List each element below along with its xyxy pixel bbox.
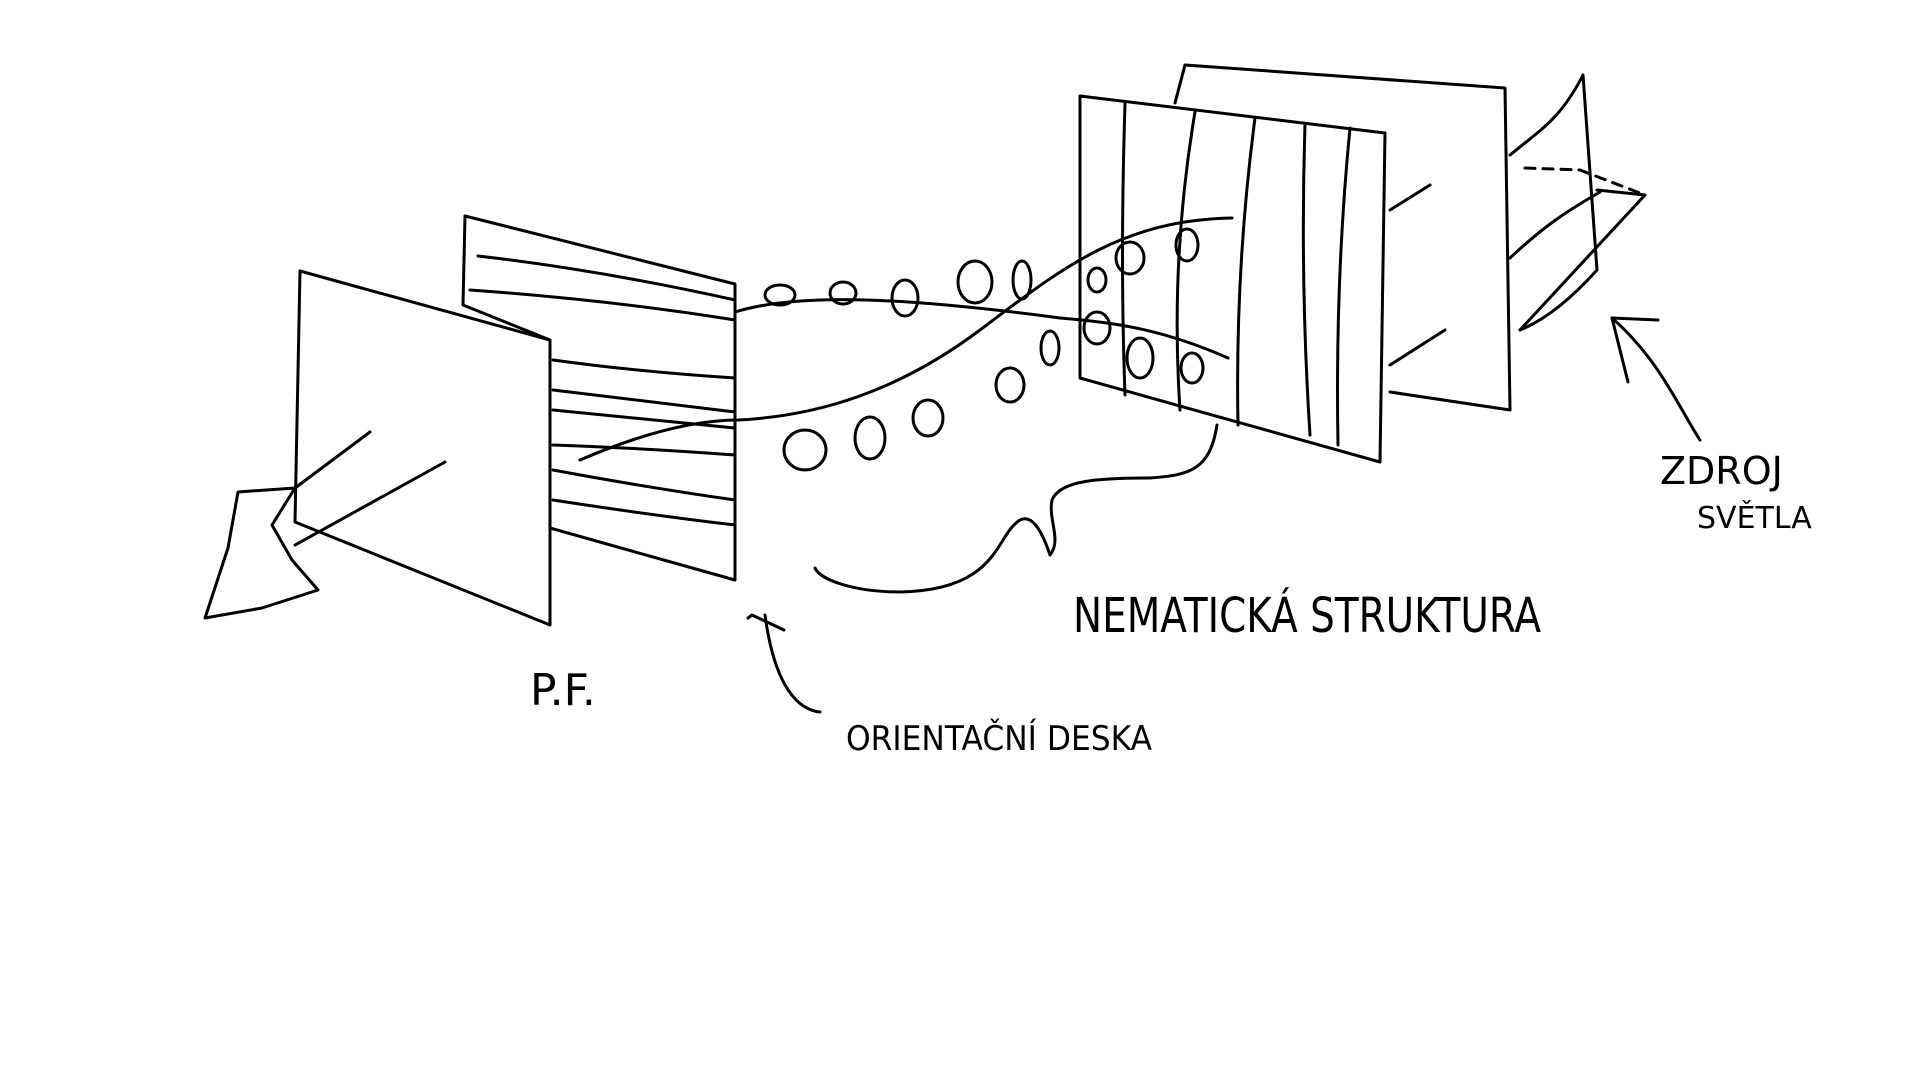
label-orientation-plate: ORIENTAČNÍ DESKA (846, 718, 1152, 759)
front-plate (293, 269, 552, 627)
label-nematic-structure: NEMATICKÁ STRUKTURA (1073, 587, 1541, 644)
output-arrow (203, 430, 447, 620)
nematic-molecules (763, 227, 1205, 472)
label-light-source-line2: SVĚTLA (1697, 500, 1812, 536)
light-source-arrow (1610, 316, 1702, 442)
orientation-plate-arrow (763, 613, 822, 714)
light-wave-curves (578, 216, 1234, 462)
label-light-source-line1: ZDROJ (1660, 449, 1783, 493)
orientation-plate (461, 214, 737, 582)
label-output-plate: P.F. (530, 665, 596, 716)
light-source-panel (1173, 63, 1647, 412)
rear-alignment-plate (1078, 94, 1387, 464)
leader-lines (746, 316, 1702, 714)
